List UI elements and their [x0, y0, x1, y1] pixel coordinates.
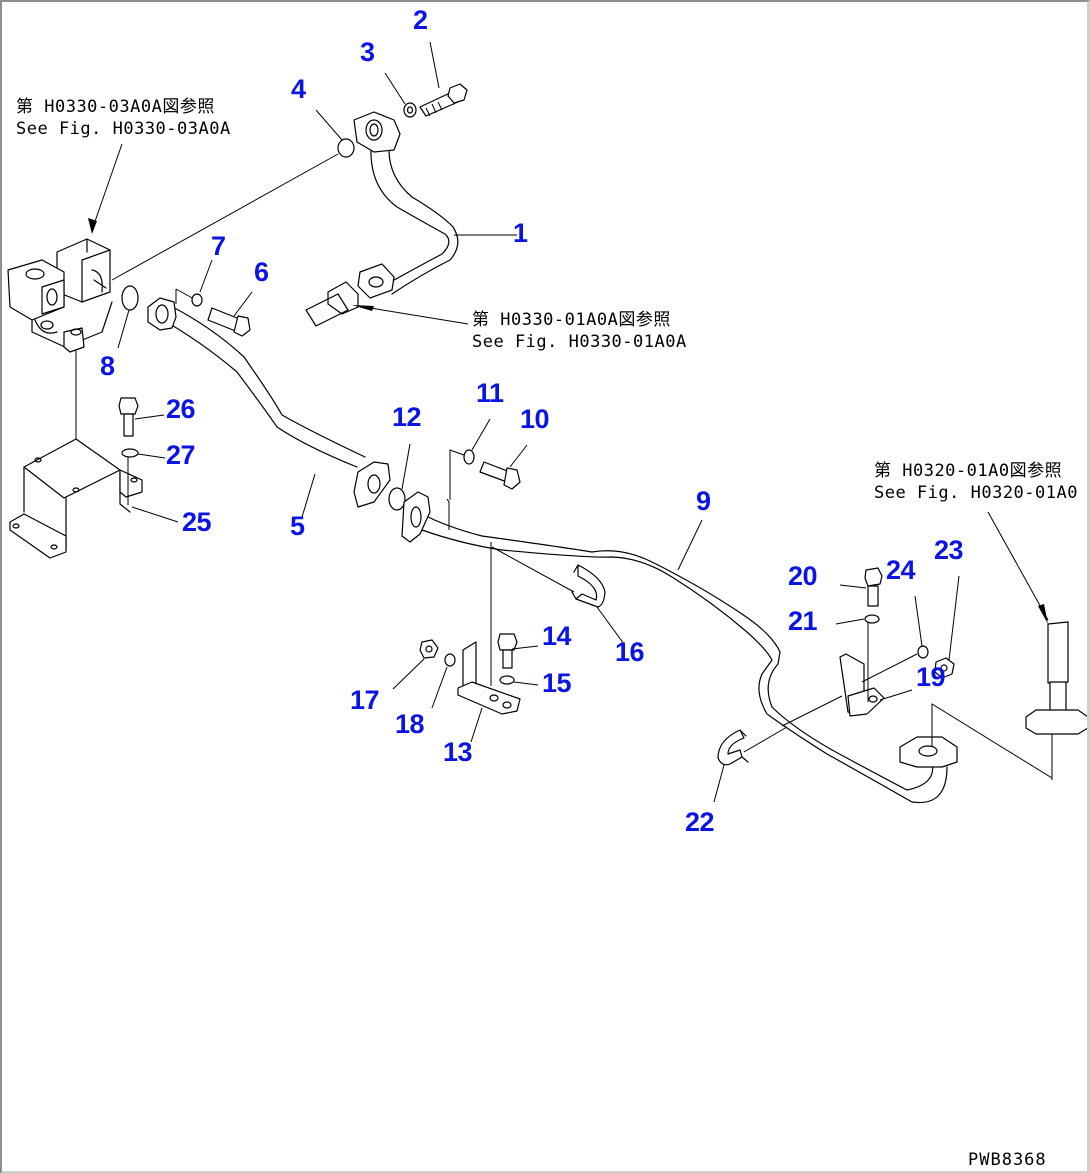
- washer-24: [914, 595, 929, 659]
- drawing-number: PWB8368: [968, 1150, 1047, 1170]
- u-bolt-22: [713, 726, 788, 803]
- callout-26: 26: [166, 394, 196, 424]
- bolt-2: [419, 41, 468, 117]
- callout-18: 18: [395, 709, 425, 739]
- reference-note-h0320-01a0: 第 H0320-01A0図参照 See Fig. H0320-01A0: [874, 460, 1078, 504]
- callout-11: 11: [476, 378, 504, 408]
- bolt-14: [497, 633, 539, 669]
- bolt-6: [207, 291, 253, 337]
- callout-6: 6: [254, 257, 269, 287]
- callout-17: 17: [350, 685, 380, 715]
- washer-27: [121, 448, 166, 459]
- washer-7: [175, 259, 213, 307]
- callout-27: 27: [166, 440, 196, 470]
- u-bolt-16: [491, 546, 625, 645]
- callout-23: 23: [934, 535, 964, 565]
- nut-17: [392, 639, 439, 690]
- reference-note-en: See Fig. H0330-01A0A: [472, 332, 687, 352]
- reference-note-en: See Fig. H0330-03A0A: [16, 119, 231, 139]
- pipe-1: [353, 111, 459, 299]
- reference-arrow-1: [88, 143, 123, 234]
- callout-5: 5: [290, 511, 305, 541]
- callout-16: 16: [615, 637, 645, 667]
- callout-14: 14: [542, 621, 572, 651]
- callout-20: 20: [788, 561, 818, 591]
- washer-18: [431, 653, 456, 709]
- callout-21: 21: [788, 606, 818, 636]
- washer-11: [449, 418, 491, 500]
- frame-border-line: [1087, 2, 1088, 1171]
- callout-4: 4: [291, 74, 306, 104]
- pipe-5: [147, 297, 391, 508]
- bracket-19: [781, 622, 918, 727]
- washer-15: [499, 675, 539, 686]
- bolt-26: [118, 397, 165, 437]
- callout-1: 1: [513, 218, 528, 248]
- callout-7: 7: [211, 231, 226, 261]
- washer-21: [835, 614, 880, 625]
- callout-12: 12: [392, 402, 422, 432]
- callout-8: 8: [100, 351, 115, 381]
- reference-note-jp: 第 H0330-01A0A図参照: [472, 310, 671, 330]
- o-ring-12: [388, 443, 411, 511]
- callout-15: 15: [542, 668, 572, 698]
- callout-22: 22: [685, 807, 715, 837]
- bolt-20: [839, 567, 883, 607]
- callout-19: 19: [916, 662, 946, 692]
- mating-pipe-stub: [305, 281, 469, 327]
- o-ring-4: [315, 109, 355, 158]
- callout-13: 13: [443, 737, 473, 767]
- washer-3: [384, 72, 417, 118]
- reference-note-h0330-01a0a: 第 H0330-01A0A図参照 See Fig. H0330-01A0A: [472, 309, 687, 353]
- pipe-9: [401, 491, 1053, 804]
- reference-note-en: See Fig. H0320-01A0: [874, 483, 1078, 503]
- bolt-10: [479, 444, 528, 490]
- callout-leaders: [301, 234, 703, 571]
- callout-25: 25: [182, 507, 212, 537]
- reference-note-jp: 第 H0330-03A0A図参照: [16, 97, 215, 117]
- callout-3: 3: [360, 37, 375, 67]
- support-bracket-25: [9, 438, 179, 559]
- callout-24: 24: [886, 555, 916, 585]
- reference-note-h0330-03a0a: 第 H0330-03A0A図参照 See Fig. H0330-03A0A: [16, 96, 231, 140]
- callout-2: 2: [413, 5, 428, 35]
- bracket-13: [457, 542, 521, 743]
- nut-23: [934, 575, 960, 679]
- callout-9: 9: [696, 486, 711, 516]
- reference-note-jp: 第 H0320-01A0図参照: [874, 461, 1063, 481]
- filter-unit: [987, 511, 1087, 780]
- o-ring-8: [117, 285, 139, 349]
- callout-10: 10: [520, 404, 550, 434]
